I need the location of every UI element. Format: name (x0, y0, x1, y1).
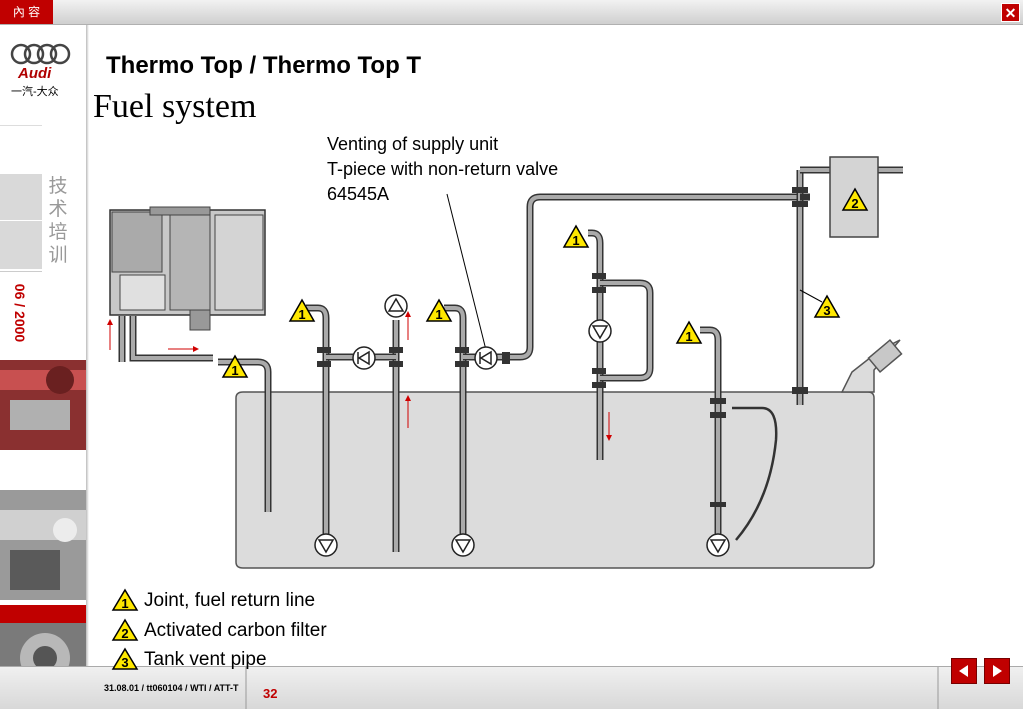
warning-triangle-icon: 2 (111, 618, 139, 641)
pump-icon (384, 294, 408, 318)
top-bar: 內 容 ✕ (0, 0, 1023, 25)
workshop-photo (0, 490, 86, 600)
pump-icon (588, 319, 612, 343)
callout-leader (446, 193, 487, 351)
marker-label: 2 (851, 196, 858, 211)
close-icon[interactable]: ✕ (1001, 3, 1020, 22)
marker-1 (562, 224, 590, 248)
sidebar-divider (86, 25, 89, 675)
legend-text: Tank vent pipe (144, 649, 267, 670)
audi-rings-logo (10, 43, 71, 65)
marker-1 (675, 320, 703, 344)
callout-line-3: 64545A (327, 184, 390, 204)
warning-triangle-icon: 1 (111, 588, 139, 611)
contents-menu-button[interactable]: 內 容 (0, 0, 53, 24)
legend-text: Joint, fuel return line (144, 590, 316, 611)
non-return-valve-icon (352, 346, 376, 370)
marker-2 (841, 187, 869, 211)
hose-clamps (317, 187, 808, 507)
sidebar: Audi 一汽-大众 技术培训 06 / 2000 (0, 25, 86, 708)
marker-label: 3 (823, 303, 830, 318)
callout-line-2: T-piece with non-return valve (327, 159, 559, 179)
marker-3 (813, 294, 841, 318)
prev-slide-button[interactable] (951, 658, 977, 684)
footer-note: 31.08.01 / tt060104 / WTI / ATT-T (104, 683, 239, 693)
warning-triangle-icon: 3 (111, 647, 139, 670)
arrow-right-icon (993, 665, 1002, 677)
arrow-left-icon (959, 665, 968, 677)
page-number: 32 (263, 686, 278, 701)
audi-logo-text: Audi (18, 65, 52, 82)
svg-text:2: 2 (121, 626, 128, 641)
tank-filler-neck (840, 339, 903, 393)
next-slide-button[interactable] (984, 658, 1010, 684)
marker-label: 1 (685, 329, 692, 344)
pump-icon (314, 533, 338, 557)
logo-subtitle: 一汽-大众 (11, 86, 59, 98)
marker-label: 1 (572, 233, 579, 248)
marker-label: 1 (231, 363, 238, 378)
callout-line-1: Venting of supply unit (327, 134, 499, 154)
marker-label: 1 (435, 307, 442, 322)
marker-1 (221, 354, 249, 378)
section-label: 技术培训 (48, 176, 68, 266)
sidebar-block (0, 221, 42, 270)
non-return-valve-icon (474, 346, 498, 370)
svg-text:3: 3 (121, 655, 128, 670)
engine-photo (0, 360, 86, 450)
footer-bar (0, 666, 1023, 709)
legend-text: Activated carbon filter (144, 620, 327, 641)
pump-icon (451, 533, 475, 557)
svg-text:1: 1 (121, 596, 128, 611)
marker-1 (425, 298, 453, 322)
pump-icon (706, 533, 730, 557)
sidebar-block (0, 174, 42, 221)
sidebar-block (0, 125, 42, 175)
marker-label: 1 (298, 307, 305, 322)
slide-title: Thermo Top / Thermo Top T (106, 52, 422, 79)
heater-unit (109, 206, 266, 331)
marker-1 (288, 298, 316, 322)
slide-subtitle: Fuel system (93, 88, 257, 125)
